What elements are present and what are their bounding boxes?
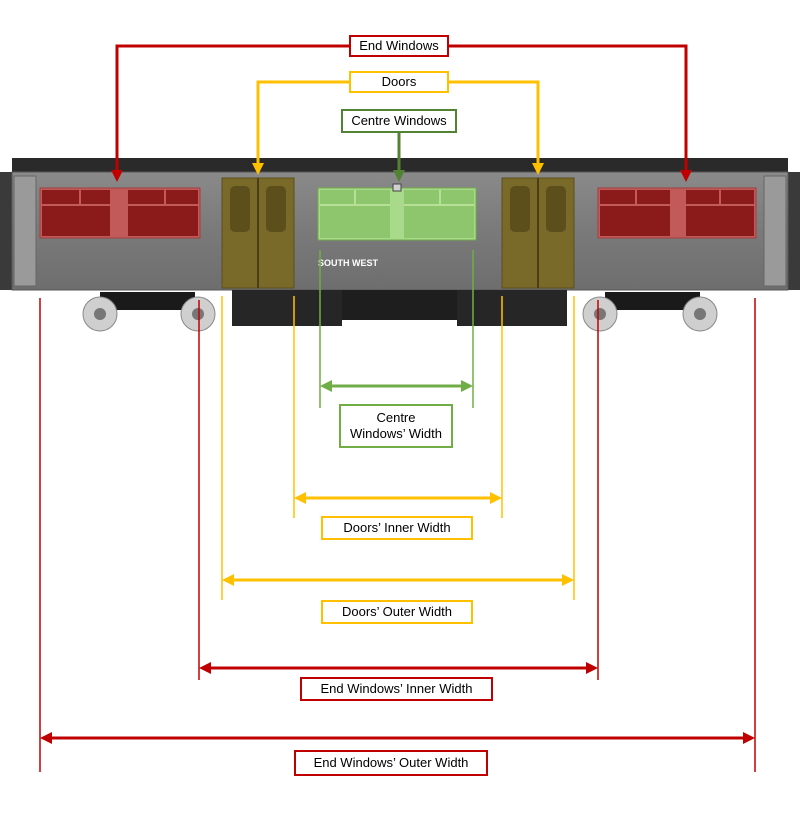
doors-label: Doors: [349, 71, 449, 93]
right-bogie: [582, 292, 718, 332]
left-end-panel: [13, 175, 37, 287]
right-end-panel: [763, 175, 787, 287]
centre-windows: [317, 183, 477, 241]
doors-arrow-right: [532, 163, 544, 175]
doors-inner-width-label: Doors’ Inner Width: [321, 516, 473, 540]
centre-windows-width-label: Centre Windows’ Width: [339, 404, 453, 448]
centre-windows-arrow-head: [393, 170, 405, 182]
centre-windows-width-dimension: [319, 250, 474, 408]
right-end-windows: [597, 187, 757, 239]
left-end-cap: [0, 172, 14, 290]
right-end-cap: [786, 172, 800, 290]
end-windows-inner-width-label: End Windows’ Inner Width: [300, 677, 493, 701]
end-windows-arrow-left: [111, 170, 123, 182]
right-doors: [501, 177, 575, 289]
doors-outer-width-dimension: [221, 296, 575, 600]
doors-outer-width-label: Doors’ Outer Width: [321, 600, 473, 624]
left-doors: [221, 177, 295, 289]
end-windows-outer-width-dimension: [39, 298, 756, 772]
livery-text: SOUTH WEST: [318, 258, 379, 268]
end-windows-inner-width-dimension: [198, 300, 599, 680]
doors-arrow-left: [252, 163, 264, 175]
end-windows-arrow-right: [680, 170, 692, 182]
end-windows-outer-width-label: End Windows’ Outer Width: [294, 750, 488, 776]
end-windows-label: End Windows: [349, 35, 449, 57]
train-carriage: SOUTH WEST: [0, 158, 800, 332]
underframe-centre: [342, 290, 457, 320]
left-end-windows: [39, 187, 201, 239]
underframe-right: [457, 290, 567, 326]
left-bogie: [82, 292, 216, 332]
doors-inner-width-dimension: [293, 296, 503, 518]
underframe-left: [232, 290, 342, 326]
centre-windows-label: Centre Windows: [341, 109, 457, 133]
